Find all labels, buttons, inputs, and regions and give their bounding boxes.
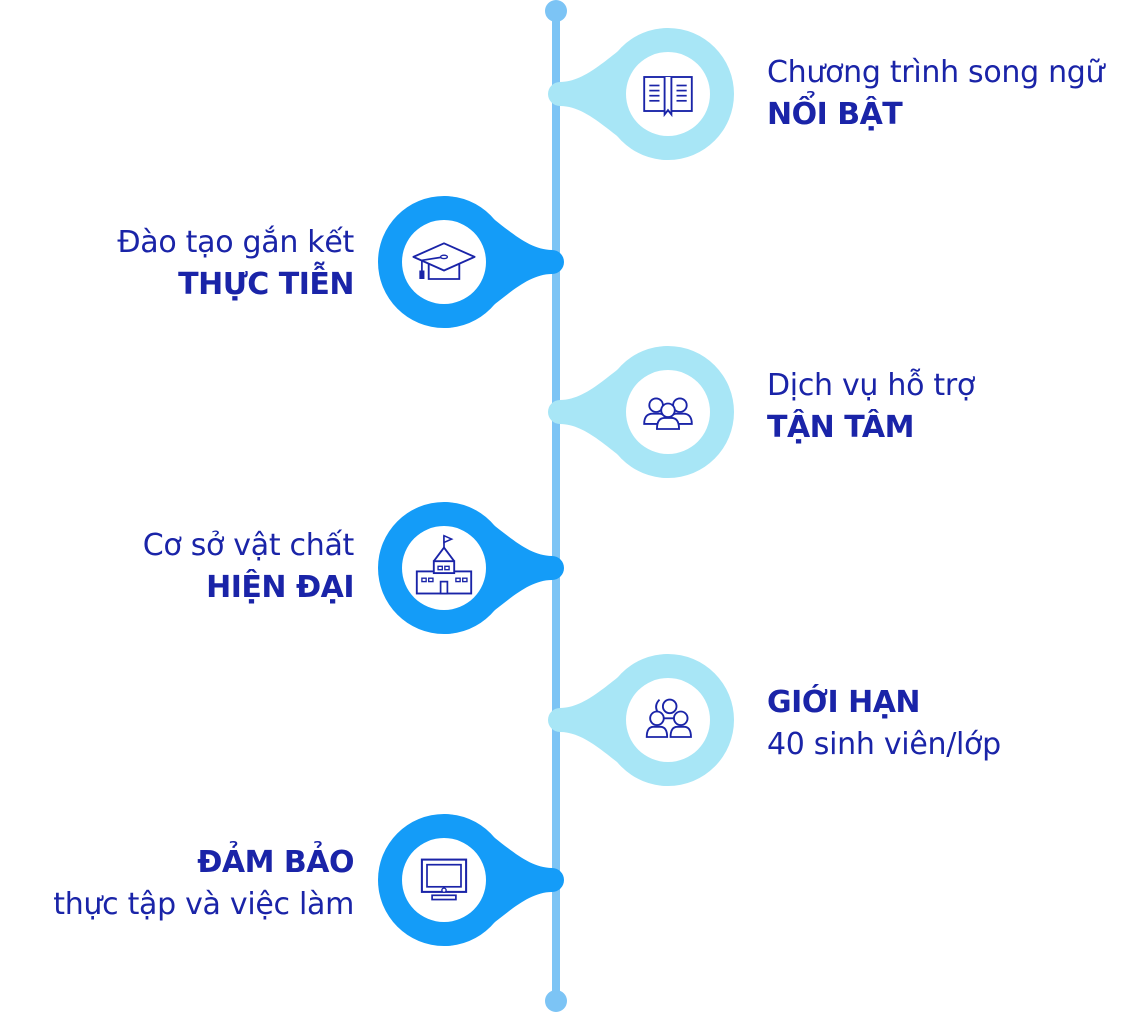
feature-label-bilingual-program: Chương trình song ngữ NỔI BẬT [767, 52, 1105, 136]
feature-label-modern-facilities: Cơ sở vật chất HIỆN ĐẠI [142, 525, 355, 609]
timeline-line [552, 11, 560, 1001]
timeline-pin-4 [378, 502, 564, 634]
label-line: Cơ sở vật chất [142, 528, 355, 563]
label-line: Dịch vụ hỗ trợ [767, 368, 975, 403]
timeline-start-dot [545, 0, 567, 22]
timeline-pin-1 [548, 28, 734, 160]
label-line: thực tập và việc làm [53, 887, 354, 922]
label-line-emphasis: ĐẢM BẢO [197, 845, 354, 880]
timeline-pin-2 [378, 196, 564, 328]
feature-label-practical-training: Đào tạo gắn kết THỰC TIỄN [117, 222, 354, 306]
label-line-emphasis: THỰC TIỄN [178, 267, 354, 302]
label-line: Chương trình song ngữ [767, 55, 1105, 90]
timeline-pin-6 [378, 814, 564, 946]
school-building-icon [415, 534, 473, 595]
label-line: 40 sinh viên/lớp [767, 727, 1001, 762]
pin-center [626, 678, 710, 762]
label-line: Đào tạo gắn kết [117, 225, 354, 260]
label-line-emphasis: TẬN TÂM [767, 410, 914, 445]
label-line-emphasis: GIỚI HẠN [767, 685, 921, 720]
graduation-cap-icon [412, 242, 476, 280]
feature-label-support-services: Dịch vụ hỗ trợ TẬN TÂM [767, 365, 975, 449]
open-book-icon [643, 76, 693, 118]
feature-label-internship-guarantee: ĐẢM BẢO thực tập và việc làm [53, 842, 354, 926]
computer-monitor-icon [420, 858, 468, 901]
timeline-end-dot [545, 990, 567, 1012]
people-group-icon [643, 397, 693, 430]
small-class-icon [645, 698, 692, 738]
feature-label-class-size-limit: GIỚI HẠN 40 sinh viên/lớp [767, 682, 1001, 766]
label-line-emphasis: HIỆN ĐẠI [206, 570, 354, 605]
label-line-emphasis: NỔI BẬT [767, 97, 903, 132]
timeline-pin-3 [548, 346, 734, 478]
timeline-pin-5 [548, 654, 734, 786]
